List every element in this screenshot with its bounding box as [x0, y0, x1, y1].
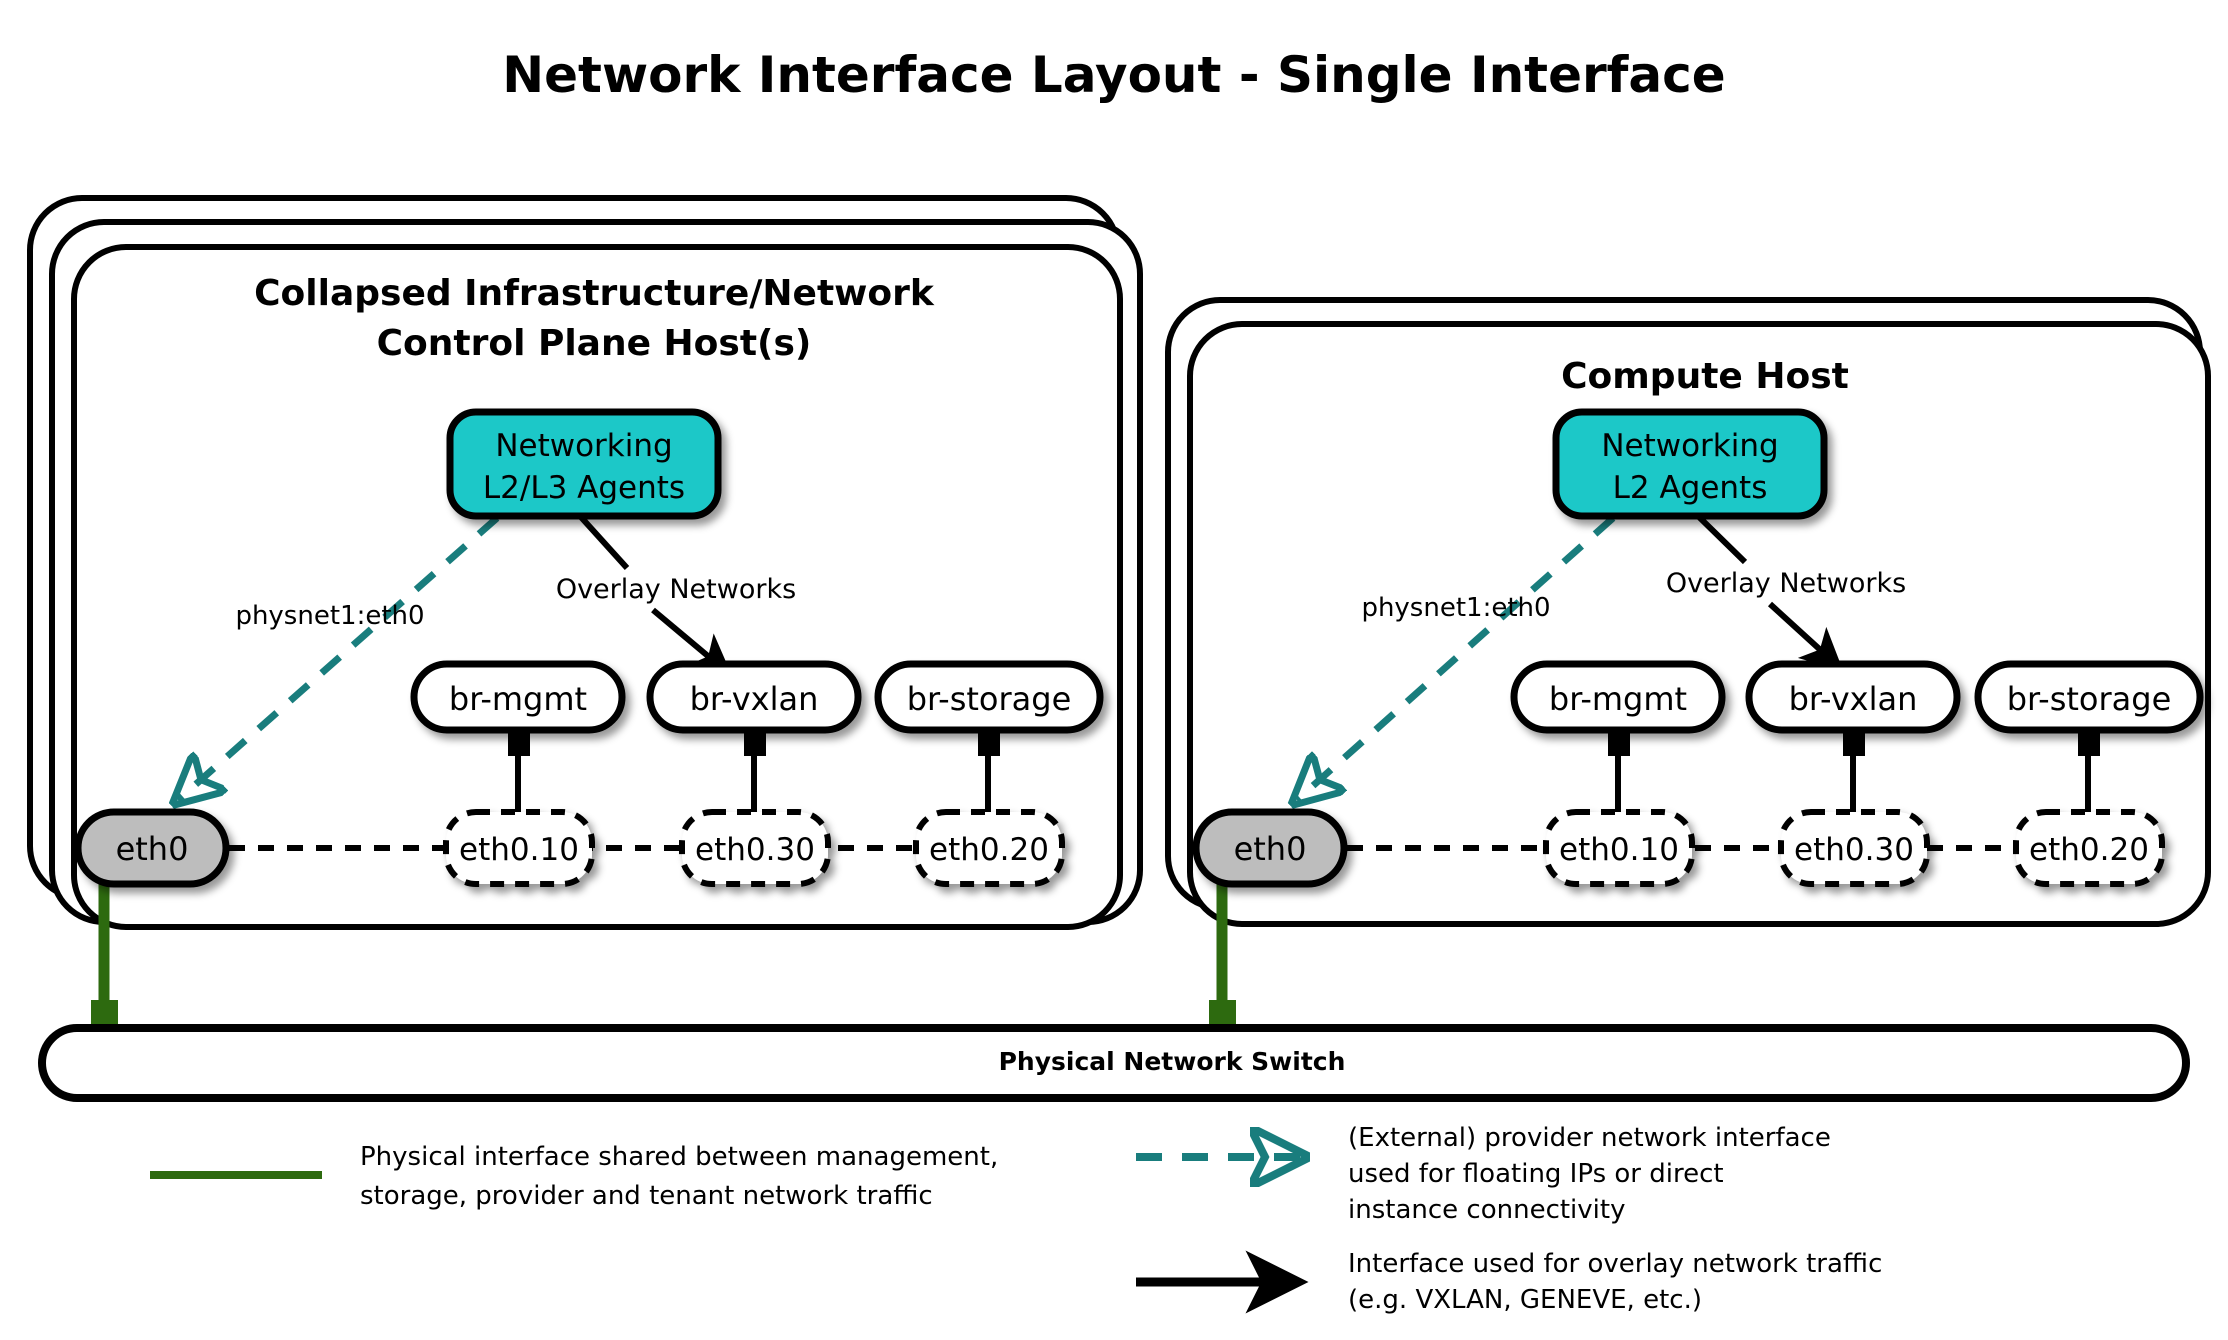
- bridge-group-br-mgmt: br-mgmt eth0.10: [410, 660, 626, 887]
- bridge-label: br-vxlan: [690, 680, 819, 718]
- legend-text-line1: (External) provider network interface: [1348, 1123, 1831, 1153]
- host-stack-card-1: [1187, 321, 2211, 927]
- overlay-network-arrow-lower: [1767, 601, 1844, 671]
- legend-text-line2: storage, provider and tenant network tra…: [360, 1181, 933, 1211]
- nic-label: eth0: [1234, 830, 1307, 868]
- bridge-label: br-mgmt: [449, 680, 587, 718]
- legend-text-line1: Interface used for overlay network traff…: [1348, 1249, 1882, 1279]
- networking-agents-line2: L2/L3 Agents: [483, 470, 685, 506]
- bridge-box-br-mgmt[interactable]: br-mgmt: [1510, 660, 1726, 734]
- control-plane-host-panel: Collapsed Infrastructure/Network Control…: [27, 195, 1143, 1032]
- vlan-box-eth0-20[interactable]: eth0.20: [913, 809, 1065, 887]
- bridge-label: br-vxlan: [1789, 680, 1918, 718]
- vlan-label: eth0.20: [929, 832, 1049, 868]
- legend-text-line2: (e.g. VXLAN, GENEVE, etc.): [1348, 1285, 1702, 1315]
- nic-label: eth0: [116, 830, 189, 868]
- bridge-group-br-vxlan: br-vxlan eth0.30: [646, 660, 862, 887]
- nic-box-eth0[interactable]: eth0: [1192, 808, 1348, 888]
- bridge-label: br-storage: [907, 680, 1072, 718]
- bridge-label: br-mgmt: [1549, 680, 1687, 718]
- physical-network-switch-label: Physical Network Switch: [999, 1047, 1346, 1076]
- legend-item-overlay-interface: Interface used for overlay network traff…: [1136, 1249, 1882, 1315]
- host-stack-card-1: [71, 244, 1123, 930]
- bridge-box-br-mgmt[interactable]: br-mgmt: [410, 660, 626, 734]
- bridge-group-br-storage: br-storage eth0.20: [874, 660, 1104, 887]
- vlan-label: eth0.10: [1559, 832, 1679, 868]
- overlay-network-arrow-upper: [577, 513, 630, 571]
- compute-host-panel: Compute Host physnet1:eth0 Overlay Netwo…: [1165, 297, 2211, 1032]
- legend-text-line3: instance connectivity: [1348, 1195, 1625, 1225]
- bridge-label: br-storage: [2007, 680, 2172, 718]
- vlan-label: eth0.20: [2029, 832, 2149, 868]
- control-plane-host-title-line2: Control Plane Host(s): [377, 323, 812, 364]
- networking-agents-line1: Networking: [1601, 428, 1778, 464]
- nic-box-eth0[interactable]: eth0: [74, 808, 230, 888]
- provider-network-label: physnet1:eth0: [1361, 593, 1550, 623]
- legend-item-physical-interface: Physical interface shared between manage…: [150, 1142, 998, 1211]
- networking-agents-line2: L2 Agents: [1613, 470, 1768, 506]
- networking-agents-line1: Networking: [495, 428, 672, 464]
- networking-agents-box[interactable]: Networking L2/L3 Agents: [446, 408, 722, 520]
- bridge-box-br-storage[interactable]: br-storage: [1974, 660, 2204, 734]
- overlay-network-arrow-upper: [1695, 513, 1748, 565]
- legend: Physical interface shared between manage…: [150, 1123, 1882, 1315]
- bridge-group-br-storage: br-storage eth0.20: [1974, 660, 2204, 887]
- page-title: Network Interface Layout - Single Interf…: [502, 46, 1725, 104]
- legend-text-line2: used for floating IPs or direct: [1348, 1159, 1724, 1189]
- compute-host-title-line1: Compute Host: [1561, 356, 1849, 397]
- vlan-label: eth0.10: [459, 832, 579, 868]
- vlan-box-eth0-30[interactable]: eth0.30: [1778, 809, 1930, 887]
- physical-network-switch[interactable]: Physical Network Switch: [38, 1024, 2190, 1102]
- vlan-label: eth0.30: [1794, 832, 1914, 868]
- networking-agents-box[interactable]: Networking L2 Agents: [1552, 408, 1828, 520]
- provider-network-dashed-arrow: [178, 515, 500, 800]
- legend-item-provider-interface: (External) provider network interface us…: [1136, 1123, 1831, 1225]
- vlan-box-eth0-10[interactable]: eth0.10: [443, 809, 595, 887]
- provider-network-dashed-arrow: [1297, 515, 1616, 800]
- bridge-box-br-storage[interactable]: br-storage: [874, 660, 1104, 734]
- overlay-network-label: Overlay Networks: [556, 574, 796, 605]
- provider-network-label: physnet1:eth0: [235, 601, 424, 631]
- vlan-box-eth0-30[interactable]: eth0.30: [679, 809, 831, 887]
- bridge-box-br-vxlan[interactable]: br-vxlan: [646, 660, 862, 734]
- vlan-box-eth0-20[interactable]: eth0.20: [2013, 809, 2165, 887]
- legend-text-line1: Physical interface shared between manage…: [360, 1142, 998, 1172]
- vlan-label: eth0.30: [695, 832, 815, 868]
- vlan-box-eth0-10[interactable]: eth0.10: [1543, 809, 1695, 887]
- bridge-group-br-vxlan: br-vxlan eth0.30: [1745, 660, 1961, 887]
- bridge-box-br-vxlan[interactable]: br-vxlan: [1745, 660, 1961, 734]
- control-plane-host-title-line1: Collapsed Infrastructure/Network: [254, 273, 935, 314]
- overlay-network-label: Overlay Networks: [1666, 568, 1906, 599]
- bridge-group-br-mgmt: br-mgmt eth0.10: [1510, 660, 1726, 887]
